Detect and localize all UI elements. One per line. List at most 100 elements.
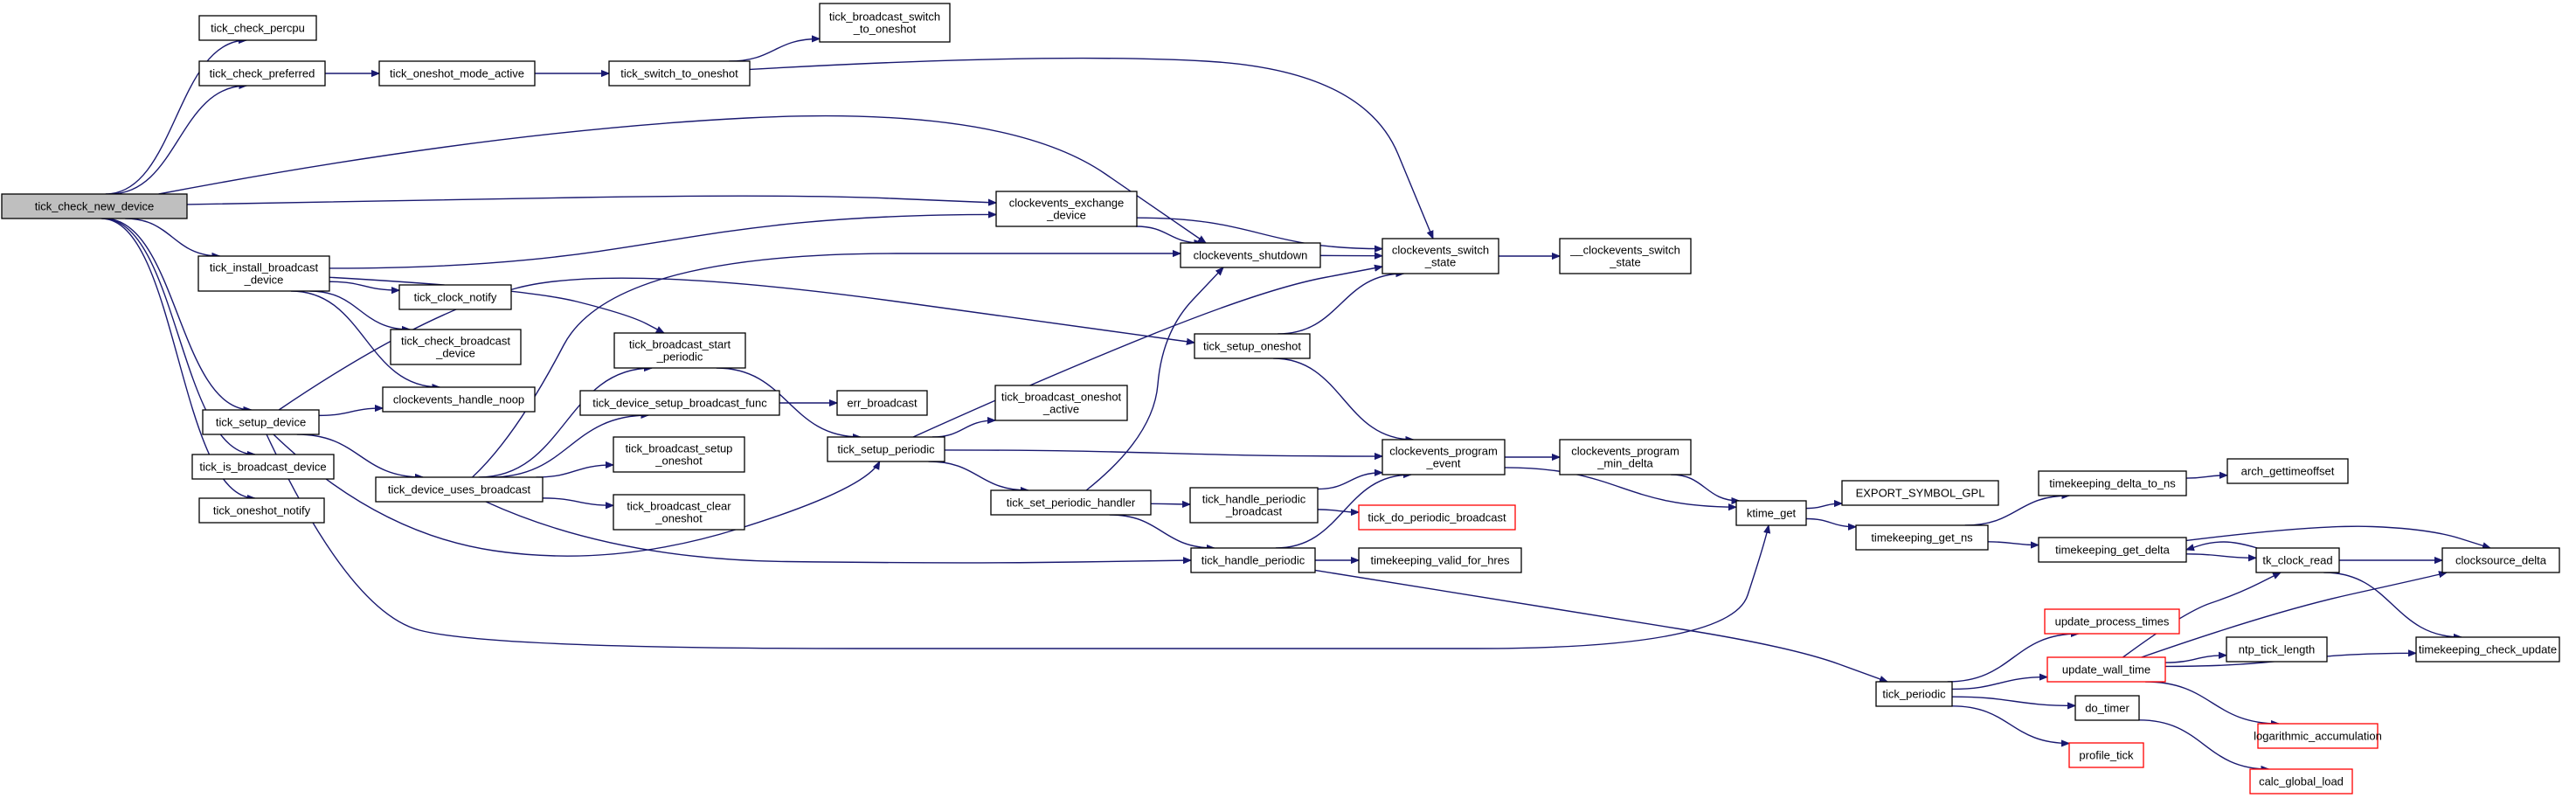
node-label: tick_install_broadcast — [210, 261, 319, 274]
node-ktime-get[interactable]: ktime_get — [1735, 500, 1807, 526]
node-box — [1358, 547, 1522, 573]
edge-tick-setup-device-to-tick-setup-periodic — [273, 434, 881, 557]
node-tick-device-setup-broadcast-func[interactable]: tick_device_setup_broadcast_func — [579, 390, 780, 416]
node-tick-oneshot-mode-active[interactable]: tick_oneshot_mode_active — [378, 60, 536, 87]
edge-update-wall-time-to-clocksource-delta — [2141, 572, 2447, 658]
node-label: clockevents_shutdown — [1194, 249, 1308, 262]
node-timekeeping-get-ns[interactable]: timekeeping_get_ns — [1855, 524, 1989, 551]
node-timekeeping-valid-for-hres[interactable]: timekeeping_valid_for_hres — [1358, 547, 1522, 573]
node-label: tick_handle_periodic — [1202, 493, 1306, 506]
edge-tick-install-broadcast-device-to-tick-check-broadcast-device — [309, 290, 410, 330]
node-box — [375, 476, 544, 503]
node-box — [827, 436, 945, 462]
node-label: ktime_get — [1747, 507, 1797, 520]
node-export-symbol-gpl[interactable]: EXPORT_SYMBOL_GPL — [1841, 480, 1999, 506]
node-label: _oneshot — [654, 455, 703, 468]
node-tick-periodic[interactable]: tick_periodic — [1875, 681, 1953, 707]
node-clockevents-shutdown[interactable]: clockevents_shutdown — [1180, 242, 1321, 268]
node-tick-broadcast-clear-oneshot[interactable]: tick_broadcast_clear_oneshot — [613, 494, 745, 531]
node-update-wall-time[interactable]: update_wall_time — [2046, 656, 2166, 683]
node-box — [202, 409, 320, 435]
node-do-timer[interactable]: do_timer — [2074, 695, 2140, 721]
node-label: tick_do_periodic_broadcast — [1368, 511, 1506, 524]
node-timekeeping-delta-to-ns[interactable]: timekeeping_delta_to_ns — [2038, 470, 2187, 496]
node-timekeeping-get-delta[interactable]: timekeeping_get_delta — [2038, 537, 2187, 563]
node-label: _event — [1425, 457, 1460, 470]
node-clockevents-switch-state[interactable]: clockevents_switch_state — [1381, 238, 1499, 274]
node-box — [995, 191, 1138, 227]
node-tick-setup-oneshot[interactable]: tick_setup_oneshot — [1194, 333, 1311, 359]
node-tick-broadcast-oneshot-active[interactable]: tick_broadcast_oneshot_active — [994, 385, 1128, 421]
node-box — [398, 284, 512, 310]
node-clockevents-handle-noop[interactable]: clockevents_handle_noop — [382, 386, 536, 413]
node-tick-do-periodic-broadcast[interactable]: tick_do_periodic_broadcast — [1358, 504, 1516, 531]
node-label: clockevents_handle_noop — [393, 393, 524, 406]
node-label: tick_check_percpu — [211, 22, 305, 35]
node-label: _device — [244, 274, 284, 287]
node-tick-check-broadcast-device[interactable]: tick_check_broadcast_device — [390, 329, 522, 365]
node-arch-gettimeoffset[interactable]: arch_gettimeoffset — [2226, 458, 2349, 484]
edge-tick-device-uses-broadcast-to-tick-device-setup-broadcast-func — [490, 415, 648, 478]
edge-tick-setup-periodic-to-tick-broadcast-oneshot-active — [931, 420, 995, 438]
node-tk-clock-read[interactable]: tk_clock_read — [2255, 547, 2340, 573]
node-box — [1189, 487, 1319, 524]
edge-tick-periodic-to-update-process-times — [1947, 634, 2079, 683]
node-tick-oneshot-notify[interactable]: tick_oneshot_notify — [198, 497, 325, 524]
node-tick-check-preferred[interactable]: tick_check_preferred — [198, 60, 326, 87]
node-label: timekeeping_get_ns — [1871, 531, 1973, 545]
node-box — [382, 386, 536, 413]
edge-tk-clock-read-to-timekeeping-get-delta — [2186, 541, 2258, 550]
node-clockevents-program-min-delta[interactable]: clockevents_program_min_delta — [1559, 439, 1692, 475]
node-tick-is-broadcast-device[interactable]: tick_is_broadcast_device — [191, 454, 335, 480]
node-tick-broadcast-switch-to-oneshot[interactable]: tick_broadcast_switch_to_oneshot — [819, 3, 951, 43]
node-tick-check-new-device[interactable]: tick_check_new_device — [1, 193, 188, 219]
node-box — [378, 60, 536, 87]
node-ntp-tick-length[interactable]: ntp_tick_length — [2226, 636, 2328, 663]
node-box — [2415, 636, 2560, 663]
node-tick-check-percpu[interactable]: tick_check_percpu — [198, 15, 317, 41]
node-clocksource-delta[interactable]: clocksource_delta — [2441, 547, 2560, 573]
node-box — [613, 436, 745, 473]
node-profile-tick[interactable]: profile_tick — [2068, 742, 2144, 768]
edge-do-timer-to-calc-global-load — [2138, 719, 2269, 769]
node-tick-broadcast-start-periodic[interactable]: tick_broadcast_start_periodic — [613, 332, 746, 369]
node-tick-clock-notify[interactable]: tick_clock_notify — [398, 284, 512, 310]
node-clockevents-program-event[interactable]: clockevents_program_event — [1381, 439, 1506, 475]
node-tick-broadcast-setup-oneshot[interactable]: tick_broadcast_setup_oneshot — [613, 436, 745, 473]
node-tick-handle-periodic[interactable]: tick_handle_periodic — [1190, 547, 1316, 573]
node-calc-global-load[interactable]: calc_global_load — [2249, 768, 2353, 795]
node-tick-install-broadcast-device[interactable]: tick_install_broadcast_device — [197, 255, 330, 292]
node-label: clockevents_program — [1571, 445, 1679, 458]
node-box — [613, 494, 745, 531]
node-label: tick_set_periodic_handler — [1007, 496, 1136, 510]
node-err-broadcast[interactable]: err_broadcast — [836, 390, 928, 416]
edge-tick-setup-periodic-to-tick-set-periodic-handler — [928, 461, 1028, 490]
edge-tick-setup-periodic-to-clockevents-program-event — [944, 449, 1382, 456]
node-tick-set-periodic-handler[interactable]: tick_set_periodic_handler — [990, 489, 1152, 516]
node-update-process-times[interactable]: update_process_times — [2044, 608, 2180, 635]
node-timekeeping-check-update[interactable]: timekeeping_check_update — [2415, 636, 2560, 663]
node-clockevents-exchange-device[interactable]: clockevents_exchange_device — [995, 191, 1138, 227]
edge-tick-check-new-device-to-tick-check-percpu — [105, 40, 246, 195]
node-tick-handle-periodic-broadcast[interactable]: tick_handle_periodic_broadcast — [1189, 487, 1319, 524]
node-label: timekeeping_check_update — [2419, 643, 2557, 656]
node-label: logarithmic_accumulation — [2254, 730, 2382, 743]
node-tick-switch-to-oneshot[interactable]: tick_switch_to_oneshot — [608, 60, 751, 87]
node-tick-setup-device[interactable]: tick_setup_device — [202, 409, 320, 435]
node-label: _periodic — [656, 350, 703, 364]
node-label: ntp_tick_length — [2239, 643, 2315, 656]
node-box — [2249, 768, 2353, 795]
node-clockevents-switch-state[interactable]: __clockevents_switch_state — [1559, 238, 1692, 274]
node-box — [1855, 524, 1989, 551]
node-box — [1381, 439, 1506, 475]
node-box — [2441, 547, 2560, 573]
edge-tick-setup-device-to-tick-setup-oneshot — [278, 277, 1195, 411]
node-label: _state — [1609, 256, 1640, 269]
node-tick-setup-periodic[interactable]: tick_setup_periodic — [827, 436, 945, 462]
node-label: tick_oneshot_notify — [213, 504, 311, 517]
node-logarithmic-accumulation[interactable]: logarithmic_accumulation — [2254, 723, 2382, 749]
edge-layer — [100, 38, 2490, 769]
node-label: clockevents_switch — [1392, 244, 1489, 257]
node-tick-device-uses-broadcast[interactable]: tick_device_uses_broadcast — [375, 476, 544, 503]
node-label: update_wall_time — [2062, 663, 2150, 677]
